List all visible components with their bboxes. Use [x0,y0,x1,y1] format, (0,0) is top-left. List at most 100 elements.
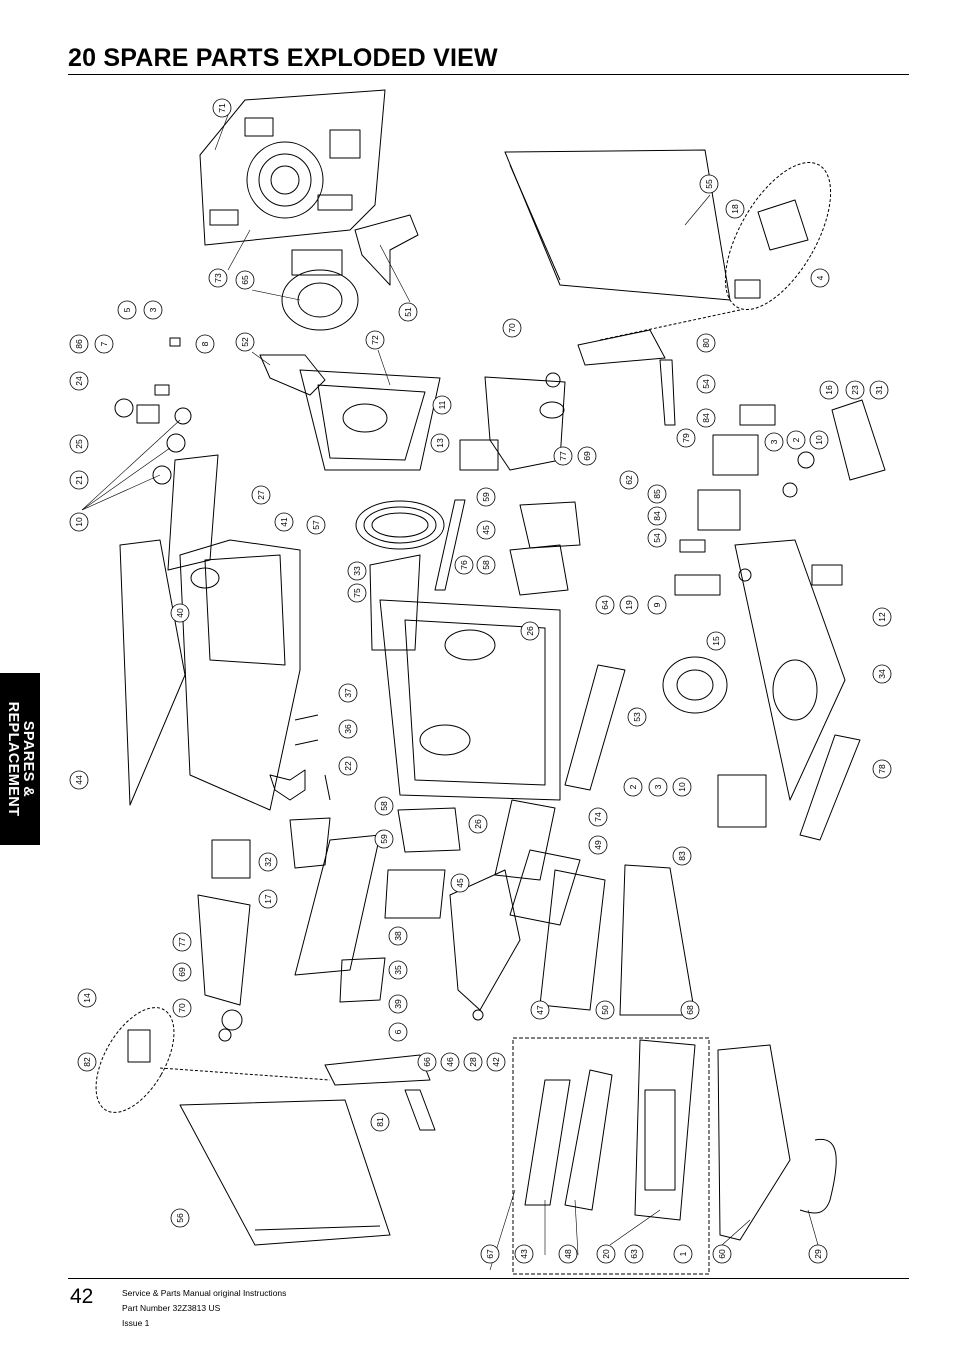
callout-number: 84 [652,511,662,521]
hinge-bracket-part [577,329,676,426]
callout-circle [845,380,865,400]
callout-circle [672,777,692,797]
part-callout-2: 2 [623,777,643,797]
callout-circle [69,434,89,454]
callout-number: 85 [652,489,662,499]
callout-circle [480,1244,500,1264]
callout-circle [338,756,358,776]
callout-circle [872,607,892,627]
part-callout-66: 66 [417,1052,437,1072]
callout-circle [417,1052,437,1072]
callout-number: 62 [624,475,634,485]
callout-circle [725,199,745,219]
part-callout-56: 56 [170,1208,190,1228]
part-callout-17: 17 [258,889,278,909]
callout-number: 57 [311,520,321,530]
callout-number: 59 [379,834,389,844]
callout-number: 3 [148,307,158,312]
part-callout-1: 1 [673,1244,693,1264]
part-callout-74: 74 [588,807,608,827]
callout-number: 15 [711,636,721,646]
callout-circle [558,1244,578,1264]
callout-circle [696,333,716,353]
callout-circle [520,621,540,641]
base-tray-part [734,539,861,841]
part-callout-32: 32 [258,852,278,872]
callout-number: 70 [507,323,517,333]
part-callout-47: 47 [530,1000,550,1020]
part-callout-71: 71 [212,98,232,118]
callout-circle [764,432,784,452]
callout-number: 9 [652,602,662,607]
part-callout-15: 15 [706,631,726,651]
callout-circle [388,926,408,946]
callout-number: 77 [558,451,568,461]
part-callout-80: 80 [696,333,716,353]
part-callout-86: 86 [69,334,89,354]
callout-circle [212,98,232,118]
callout-number: 33 [352,566,362,576]
callout-number: 52 [240,337,250,347]
callout-number: 51 [403,307,413,317]
part-callout-55: 55 [699,174,719,194]
part-callout-19: 19 [619,595,639,615]
callout-number: 26 [473,819,483,829]
capacitor-part [674,539,721,596]
callout-number: 76 [459,560,469,570]
callout-circle [347,583,367,603]
callout-circle [195,334,215,354]
callout-number: 80 [701,338,711,348]
callout-circle [347,561,367,581]
page-number: 42 [70,1285,94,1308]
callout-circle [251,485,271,505]
callout-circle [808,1244,828,1264]
callout-number: 84 [701,413,711,423]
part-callout-64: 64 [595,595,615,615]
callout-number: 19 [624,600,634,610]
callout-circle [502,318,522,338]
callout-circle [486,1052,506,1072]
footer-line-3: Issue 1 [122,1318,150,1328]
callout-circle [530,1000,550,1020]
part-callout-45: 45 [450,873,470,893]
part-callout-62: 62 [619,470,639,490]
part-callout-84: 84 [696,408,716,428]
outer-case-part [179,1099,391,1246]
callout-circle [596,1244,616,1264]
part-callout-48: 48 [558,1244,578,1264]
callout-circle [117,300,137,320]
part-callout-35: 35 [388,960,408,980]
callout-number: 69 [177,967,187,977]
electrical-box-part [167,454,301,811]
control-panel-part [294,807,461,1003]
callout-number: 82 [82,1057,92,1067]
callout-number: 18 [730,204,740,214]
footer-rule [68,1278,909,1279]
small-components-left [114,337,192,485]
part-callout-28: 28 [463,1052,483,1072]
part-callout-3: 3 [143,300,163,320]
callout-number: 45 [455,878,465,888]
callout-number: 68 [685,1005,695,1015]
part-callout-26: 26 [468,814,488,834]
callout-circle [69,371,89,391]
callout-number: 39 [393,999,403,1009]
part-callout-12: 12 [872,607,892,627]
part-callout-58: 58 [476,555,496,575]
title-rule [68,74,909,75]
callout-number: 16 [824,385,834,395]
part-callout-27: 27 [251,485,271,505]
callout-circle [388,960,408,980]
callout-circle [77,1052,97,1072]
callout-number: 66 [422,1057,432,1067]
part-callout-49: 49 [588,835,608,855]
leader-lines [81,114,819,1271]
callout-number: 75 [352,588,362,598]
part-callout-52: 52 [235,332,255,352]
callout-number: 46 [445,1057,455,1067]
door-frame-part [449,869,521,1021]
callout-number: 29 [813,1249,823,1259]
callout-number: 43 [519,1249,529,1259]
